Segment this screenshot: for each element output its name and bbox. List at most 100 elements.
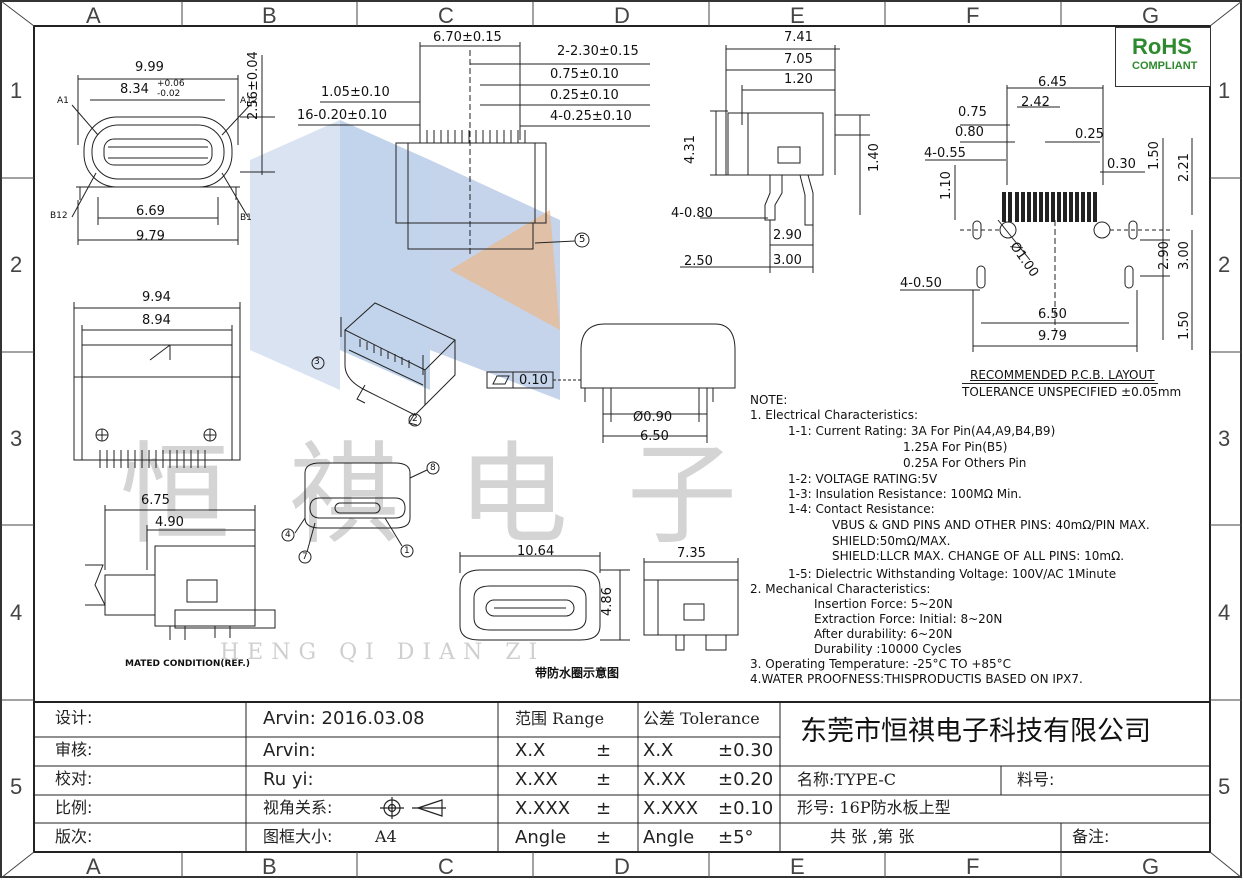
tb-label-design: 设计: — [55, 708, 93, 727]
zone-col-b: B — [262, 3, 277, 28]
note-line: Extraction Force: Initial: 8~20N — [814, 612, 1003, 626]
watermark-text-en: HENG QI DIAN ZI — [220, 640, 546, 665]
top-view-drawing — [298, 42, 650, 255]
tb-tol-xxx-label: X.XXX — [643, 798, 699, 819]
iso-callout-7: 7 — [302, 552, 308, 562]
rohs-title: RoHS — [1132, 34, 1192, 59]
bottom-view-drawing — [73, 302, 241, 468]
note-line: 2. Mechanical Characteristics: — [750, 582, 931, 596]
zone-col-c-bottom: C — [438, 854, 454, 879]
rohs-subtitle: COMPLIANT — [1132, 60, 1198, 72]
zone-col-a: A — [86, 3, 101, 28]
pin-label-b12: B12 — [50, 211, 68, 221]
waterproof-side-drawing — [643, 558, 739, 651]
front-dim-footprint: 9.79 — [136, 229, 165, 244]
note-line: 0.25A For Others Pin — [903, 456, 1027, 470]
tb-label-scale: 比例: — [55, 798, 93, 817]
pcb-dim-4-055: 4-0.55 — [924, 146, 966, 161]
mated-condition-label: MATED CONDITION(REF.) — [125, 659, 250, 669]
tb-range-angle: Angle — [515, 827, 567, 848]
tb-tol-xx-value: ±0.20 — [718, 769, 774, 790]
mated-dim-insert: 4.90 — [155, 515, 184, 530]
tb-label-check: 校对: — [55, 769, 93, 788]
pcb-dim-242: 2.42 — [1021, 95, 1050, 110]
rohs-badge: RoHS COMPLIANT — [1115, 27, 1211, 87]
side-dim-leg-pitch: 2.90 — [773, 228, 802, 243]
side-dim-body: 7.05 — [784, 52, 813, 67]
note-line: 3. Operating Temperature: -25°C TO +85°C — [750, 657, 1012, 671]
tb-range-header: 范围 Range — [515, 709, 605, 728]
top-callout-5: 5 — [579, 234, 586, 245]
note-line: SHIELD:50mΩ/MAX. — [832, 534, 951, 548]
waterproof-front-drawing — [459, 552, 630, 641]
note-line: SHIELD:LLCR MAX. CHANGE OF ALL PINS: 10m… — [832, 549, 1125, 563]
pcb-title-underline — [962, 383, 1158, 384]
front-dim-inner-tol-minus: -0.02 — [157, 89, 181, 99]
zone-row-1: 1 — [10, 78, 23, 103]
iso-view-top-drawing — [311, 302, 456, 427]
note-line: VBUS & GND PINS AND OTHER PINS: 40mΩ/PIN… — [832, 518, 1150, 532]
tb-design-value: Arvin: 2016.03.08 — [263, 708, 425, 729]
tb-check-value: Ru yi: — [263, 769, 314, 790]
zone-col-d: D — [614, 3, 630, 28]
zone-row-2-right: 2 — [1218, 252, 1231, 277]
pin-label-a12: A12 — [240, 96, 258, 106]
tb-pm: ± — [596, 798, 612, 819]
side-dim-flange: 1.20 — [784, 72, 813, 87]
tb-remarks-label: 备注: — [1072, 827, 1110, 846]
top-dim-offset: 1.05±0.10 — [321, 85, 390, 100]
side-dim-overall: 7.41 — [784, 30, 813, 45]
note-line: 1-3: Insulation Resistance: 100MΩ Min. — [788, 487, 1022, 501]
front-dim-overall-width: 9.99 — [135, 60, 164, 75]
zone-row-1-right: 1 — [1218, 78, 1231, 103]
iso-view-front-drawing — [281, 461, 440, 564]
pcb-dim-span: 6.45 — [1038, 75, 1067, 90]
pcb-dim-030: 0.30 — [1107, 157, 1136, 172]
pcb-dim-650: 6.50 — [1038, 307, 1067, 322]
zone-row-4-right: 4 — [1218, 600, 1231, 625]
zone-row-5: 5 — [10, 774, 23, 799]
iso-callout-3: 3 — [314, 357, 320, 367]
flatness-value: 0.10 — [519, 373, 548, 388]
side-dim-leg-width: 4-0.80 — [671, 206, 713, 221]
pcb-layout-title: RECOMMENDED P.C.B. LAYOUT — [970, 368, 1155, 382]
tb-part-number-label: 料号: — [1017, 770, 1055, 789]
pcb-dim-080: 0.80 — [955, 125, 984, 140]
iso-callout-8: 8 — [430, 463, 436, 473]
zone-col-c: C — [438, 3, 454, 28]
zone-col-e-bottom: E — [790, 854, 805, 879]
zone-col-d-bottom: D — [614, 854, 630, 879]
flatness-dim-pitch: 6.50 — [640, 429, 669, 444]
tb-tol-xx-label: X.XX — [643, 769, 686, 790]
note-line: 1.25A For Pin(B5) — [903, 440, 1008, 454]
tb-frame-size-value: A4 — [375, 827, 397, 846]
pin-label-a1: A1 — [57, 96, 69, 106]
tb-model: 形号: 16P防水板上型 — [797, 798, 951, 817]
notes-title: NOTE: — [750, 393, 788, 407]
note-line: 1-4: Contact Resistance: — [788, 502, 935, 516]
tb-range-xxx: X.XX — [515, 769, 558, 790]
zone-col-g: G — [1142, 3, 1160, 28]
pcb-dim-075: 0.75 — [958, 105, 987, 120]
zone-row-3-right: 3 — [1218, 426, 1231, 451]
tb-view-relation-label: 视角关系: — [263, 798, 333, 817]
iso-callout-2: 2 — [412, 414, 418, 424]
bottom-dim-inner: 8.94 — [142, 313, 171, 328]
top-dim-shield-pins: 4-0.25±0.10 — [550, 109, 632, 124]
watermark-text-cn: 恒 祺 电 子 — [120, 431, 749, 559]
side-dim-rear: 3.00 — [773, 253, 802, 268]
side-dim-front: 2.50 — [684, 254, 713, 269]
iso-callout-1: 1 — [404, 546, 410, 556]
zone-col-g-bottom: G — [1142, 854, 1160, 879]
note-line: Insertion Force: 5~20N — [814, 597, 953, 611]
front-dim-inner-tol-plus: +0.06 — [157, 79, 185, 89]
zone-row-4: 4 — [10, 600, 23, 625]
tb-pm: ± — [596, 827, 612, 848]
mated-dim-overall: 6.75 — [141, 493, 170, 508]
tb-sheets: 共 张 ,第 张 — [830, 827, 915, 846]
front-dim-tongue: 6.69 — [136, 204, 165, 219]
front-dim-inner-width: 8.34 — [120, 82, 149, 97]
zone-row-5-right: 5 — [1218, 774, 1231, 799]
tb-range-xx: X.X — [515, 740, 546, 761]
